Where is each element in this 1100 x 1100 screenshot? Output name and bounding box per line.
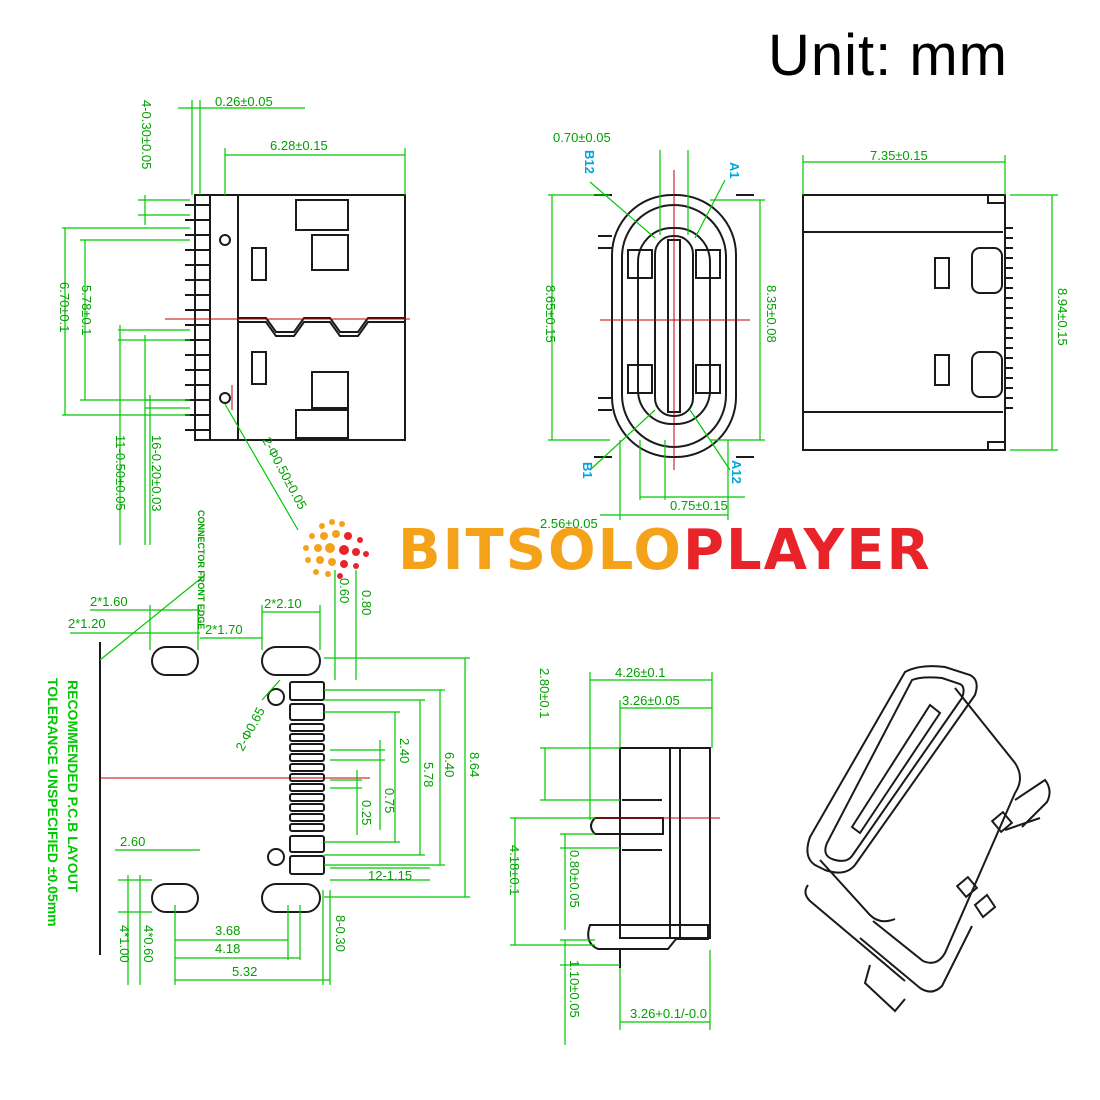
dim-pcb-025: 0.25 — [359, 800, 374, 825]
pcb-note-tolerance: TOLERANCE UNSPECIFIED ±0.05mm — [45, 678, 61, 927]
bottom-side-view: 4.26±0.1 3.26±0.05 2.80±0.1 4.18±0.1 0.8… — [507, 665, 720, 1045]
dim-pcb-2x120: 2*1.20 — [68, 616, 106, 631]
dim-pcb-060: 0.60 — [337, 578, 352, 603]
pcb-hole-bottom — [267, 848, 285, 866]
brand-dot-icon — [303, 519, 369, 579]
dim-top-hole: 2-Φ0.50±0.05 — [259, 434, 310, 511]
pin-label-a1: A1 — [727, 162, 742, 179]
pin-label-a12: A12 — [729, 460, 744, 484]
dim-pcb-2x210: 2*2.10 — [264, 596, 302, 611]
dim-pcb-12x115: 12-1.15 — [368, 868, 412, 883]
isometric-view — [804, 665, 1051, 1013]
pcb-slot-tr — [261, 646, 321, 676]
dim-pcb-080: 0.80 — [359, 590, 374, 615]
dim-top-pin-width: 4-0.30±0.05 — [139, 100, 154, 169]
dim-pcb-240: 2.40 — [397, 738, 412, 763]
dim-side-width: 7.35±0.15 — [870, 148, 928, 163]
dim-bottom-w1: 4.26±0.1 — [615, 665, 666, 680]
dim-top-width: 6.28±0.15 — [270, 138, 328, 153]
dim-bottom-w2: 3.26±0.05 — [622, 693, 680, 708]
dim-pcb-2x160: 2*1.60 — [90, 594, 128, 609]
brand-part-b: PLAYER — [682, 518, 932, 583]
bottom-side-body — [619, 747, 711, 939]
dim-pcb-578: 5.78 — [421, 762, 436, 787]
dim-pcb-418: 4.18 — [215, 941, 240, 956]
front-view: 0.70±0.05 8.65±0.15 8.35±0.08 0.75±0.15 … — [540, 130, 779, 531]
brand-logo: BITSOLOPLAYER — [294, 512, 930, 592]
dim-bottom-h1: 2.80±0.1 — [537, 668, 552, 719]
pin-label-b1: B1 — [580, 462, 595, 479]
side-view-body — [802, 194, 1006, 451]
unit-title: Unit: mm — [768, 23, 1008, 88]
dim-top-h2: 5.78±0.1 — [79, 285, 94, 336]
pcb-hole-top — [267, 688, 285, 706]
dim-pcb-864: 8.64 — [467, 752, 482, 777]
dim-pcb-532: 5.32 — [232, 964, 257, 979]
side-view: 7.35±0.15 8.94±0.15 — [802, 148, 1070, 451]
dim-front-height-right: 8.35±0.08 — [764, 285, 779, 343]
dim-pcb-4x100: 4*1.00 — [117, 925, 132, 963]
dim-pcb-260: 2.60 — [120, 834, 145, 849]
dim-pcb-075: 0.75 — [382, 788, 397, 813]
dim-bottom-h2: 4.18±0.1 — [507, 845, 522, 896]
dim-top-pin-b: 16-0.20±0.03 — [149, 435, 164, 512]
pcb-slot-br — [261, 883, 321, 913]
dim-pcb-2x170: 2*1.70 — [205, 622, 243, 637]
dim-front-height-left: 8.65±0.15 — [543, 285, 558, 343]
dim-pcb-368: 3.68 — [215, 923, 240, 938]
dim-pcb-phi065: 2-Φ0.65 — [232, 705, 267, 754]
dim-bottom-h4: 1.10±0.05 — [567, 960, 582, 1018]
top-view: 0.26±0.05 6.28±0.15 4-0.30±0.05 6.70±0.1… — [57, 94, 410, 545]
connector-front-edge-label: CONNECTOR FRONT EDGE — [196, 510, 206, 629]
dim-bottom-h3: 0.80±0.05 — [567, 850, 582, 908]
dim-top-pitch: 0.26±0.05 — [215, 94, 273, 109]
dim-pcb-640: 6.40 — [442, 752, 457, 777]
pcb-layout: 2*1.60 2*1.20 2*1.70 2*2.10 0.60 0.80 8.… — [45, 510, 482, 985]
pcb-slot-tl — [151, 646, 199, 676]
brand-wordmark: BITSOLOPLAYER — [398, 518, 932, 583]
pin-label-b12: B12 — [582, 150, 597, 174]
dim-pcb-4x060: 4*0.60 — [141, 925, 156, 963]
dim-front-bottom2: 2.56±0.05 — [540, 516, 598, 531]
dim-side-height: 8.94±0.15 — [1055, 288, 1070, 346]
dim-front-bottom1: 0.75±0.15 — [670, 498, 728, 513]
dim-bottom-width: 3.26+0.1/-0.0 — [630, 1006, 707, 1021]
brand-part-a: BITSOLO — [398, 518, 683, 583]
dim-top-pin-a: 11-0.50±0.05 — [113, 435, 128, 511]
dim-top-h1: 6.70±0.1 — [57, 282, 72, 333]
pcb-note-layout: RECOMMENDED P.C.B LAYOUT — [65, 680, 81, 893]
dim-pcb-8x030: 8-0.30 — [333, 915, 348, 952]
dim-front-top: 0.70±0.05 — [553, 130, 611, 145]
